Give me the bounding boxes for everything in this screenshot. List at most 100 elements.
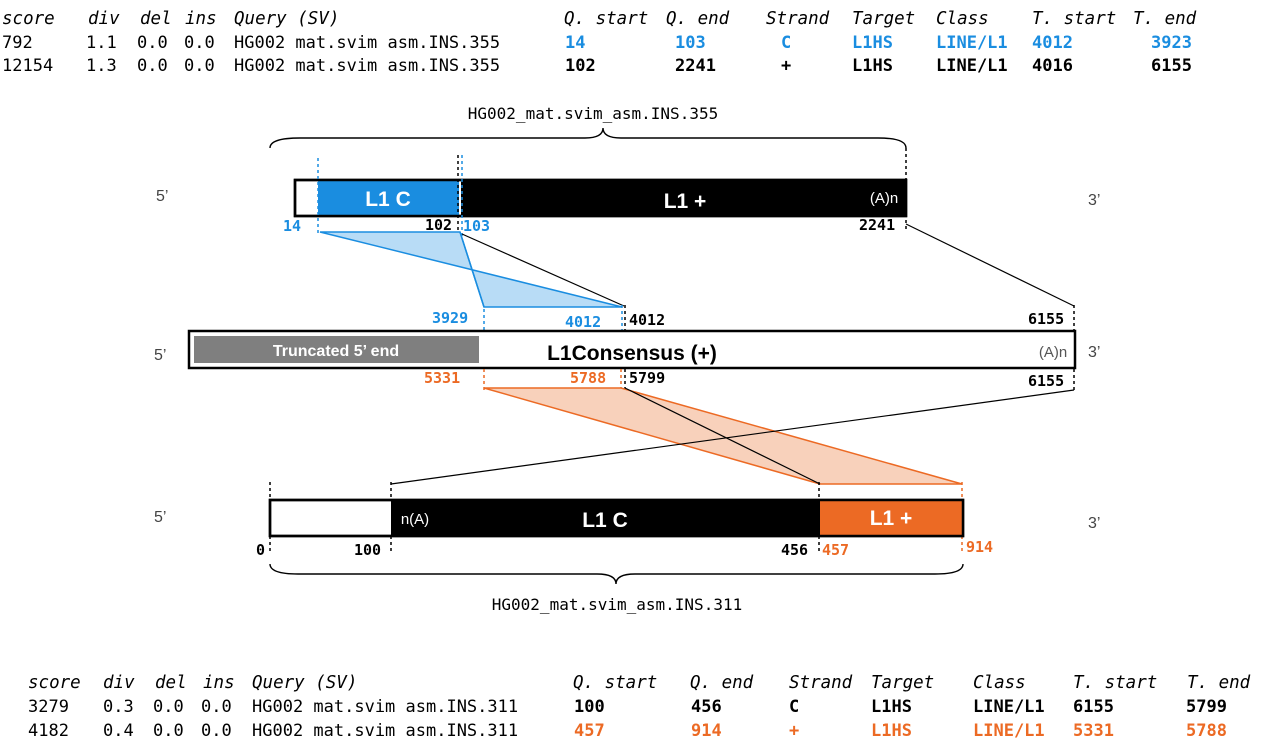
cell-t-end: 6155 (1151, 56, 1192, 76)
header-div: div (103, 673, 135, 693)
bottom-sv-bar-outline (268, 498, 965, 538)
cell-div: 1.1 (86, 33, 117, 53)
bottom-table: score div del ins Query (SV) Q. start Q.… (28, 673, 1251, 741)
table-row: 3279 0.3 0.0 0.0 HG002 mat.svim asm.INS.… (28, 697, 1227, 717)
cell-q-start: 457 (574, 721, 605, 741)
header-q-start: Q. start (573, 673, 657, 693)
pos-102-label: 102 (425, 216, 452, 234)
header-class: Class (973, 673, 1026, 693)
bottom-c-map-right (624, 387, 821, 485)
cell-target: L1HS (852, 56, 893, 76)
consensus-5799-label: 5799 (629, 369, 665, 387)
top-plus-map-left (461, 233, 625, 307)
cell-div: 0.3 (103, 697, 134, 717)
top-l1-plus-segment (461, 180, 906, 216)
bottom-l1-plus-segment (820, 500, 963, 536)
header-t-start: T. start (1073, 673, 1157, 693)
cell-q-start: 102 (565, 56, 596, 76)
cell-strand: + (789, 721, 799, 741)
top-polya-label: (A)n (870, 190, 898, 207)
cell-strand: + (781, 56, 791, 76)
cell-class: LINE/L1 (936, 56, 1008, 76)
top-l1-c-label: L1 C (365, 188, 411, 211)
cell-t-start: 5331 (1073, 721, 1114, 741)
pos-2241-label: 2241 (859, 216, 895, 234)
cell-q-end: 456 (691, 697, 722, 717)
table-row: 12154 1.3 0.0 0.0 HG002 mat.svim asm.INS… (2, 56, 1192, 76)
cell-target: L1HS (871, 721, 912, 741)
cell-strand: C (781, 33, 791, 53)
cell-strand: C (789, 697, 799, 717)
cell-ins: 0.0 (201, 697, 232, 717)
consensus-6155-bottom-label: 6155 (1028, 372, 1064, 390)
consensus-4012-label: 4012 (629, 311, 665, 329)
top-sv-brace (269, 127, 907, 149)
cell-q-end: 2241 (675, 56, 716, 76)
cell-query: HG002 mat.svim asm.INS.355 (234, 56, 500, 76)
pos-100-label: 100 (354, 541, 381, 559)
cell-q-end: 914 (691, 721, 722, 741)
table-row: 4182 0.4 0.0 0.0 HG002 mat.svim asm.INS.… (28, 721, 1227, 741)
cell-del: 0.0 (153, 721, 184, 741)
truncated-region (194, 336, 479, 363)
header-class: Class (936, 9, 989, 29)
cell-q-end: 103 (675, 33, 706, 53)
table-row: 792 1.1 0.0 0.0 HG002 mat.svim asm.INS.3… (2, 33, 1192, 53)
consensus-3929-label: 3929 (432, 309, 468, 327)
cell-score: 3279 (28, 697, 69, 717)
header-del: del (140, 9, 172, 29)
top-c-mapping-band (319, 231, 623, 308)
header-del: del (155, 673, 187, 693)
pos-457-label: 457 (822, 541, 849, 559)
cell-del: 0.0 (137, 33, 168, 53)
bottom-table-header: score div del ins Query (SV) Q. start Q.… (28, 673, 1251, 693)
cell-query: HG002 mat.svim asm.INS.355 (234, 33, 500, 53)
header-div: div (88, 9, 120, 29)
cell-target: L1HS (852, 33, 893, 53)
header-target: Target (871, 673, 934, 693)
top-l1-plus-label: L1 + (664, 190, 707, 213)
pos-456-label: 456 (781, 541, 808, 559)
cell-t-start: 6155 (1073, 697, 1114, 717)
cell-div: 0.4 (103, 721, 134, 741)
consensus-polya-label: (A)n (1039, 344, 1067, 361)
cell-ins: 0.0 (201, 721, 232, 741)
top-table: score div del ins Query (SV) Q. start Q.… (2, 9, 1197, 76)
cell-del: 0.0 (153, 697, 184, 717)
header-query: Query (SV) (252, 673, 357, 693)
cell-target: L1HS (871, 697, 912, 717)
header-q-end: Q. end (666, 9, 730, 29)
bottom-sv-brace (269, 563, 964, 585)
top-table-header: score div del ins Query (SV) Q. start Q.… (2, 9, 1197, 29)
cell-query: HG002 mat.svim asm.INS.311 (252, 697, 518, 717)
header-ins: ins (203, 673, 235, 693)
top-sv-name: HG002_mat.svim_asm.INS.355 (468, 104, 718, 123)
header-strand: Strand (789, 673, 853, 693)
bottom-five-prime-label: 5’ (154, 509, 166, 526)
bottom-polya-label: n(A) (401, 511, 429, 528)
cell-t-start: 4016 (1032, 56, 1073, 76)
pos-103-label: 103 (463, 217, 490, 235)
cell-class: LINE/L1 (936, 33, 1008, 53)
cell-t-end: 3923 (1151, 33, 1192, 53)
header-strand: Strand (766, 9, 830, 29)
cell-class: LINE/L1 (973, 697, 1045, 717)
bottom-c-map-left (390, 389, 1075, 485)
cell-t-end: 5788 (1186, 721, 1227, 741)
cell-div: 1.3 (86, 56, 117, 76)
header-t-end: T. end (1187, 673, 1251, 693)
bottom-l1-c-label: L1 C (582, 509, 628, 532)
top-l1-c-segment (318, 180, 459, 216)
consensus-three-prime-label: 3’ (1088, 344, 1100, 361)
consensus-label: L1Consensus (+) (547, 342, 717, 365)
pos-914-label: 914 (966, 538, 993, 556)
header-query: Query (SV) (234, 9, 339, 29)
top-c-mapping-edge (459, 231, 485, 308)
cell-score: 792 (2, 33, 33, 53)
bottom-sv-name: HG002_mat.svim_asm.INS.311 (492, 595, 742, 614)
bottom-l1-c-segment (391, 500, 820, 536)
cell-q-start: 14 (565, 33, 585, 53)
consensus-five-prime-label: 5’ (154, 347, 166, 364)
bottom-l1-plus-label: L1 + (870, 507, 913, 530)
